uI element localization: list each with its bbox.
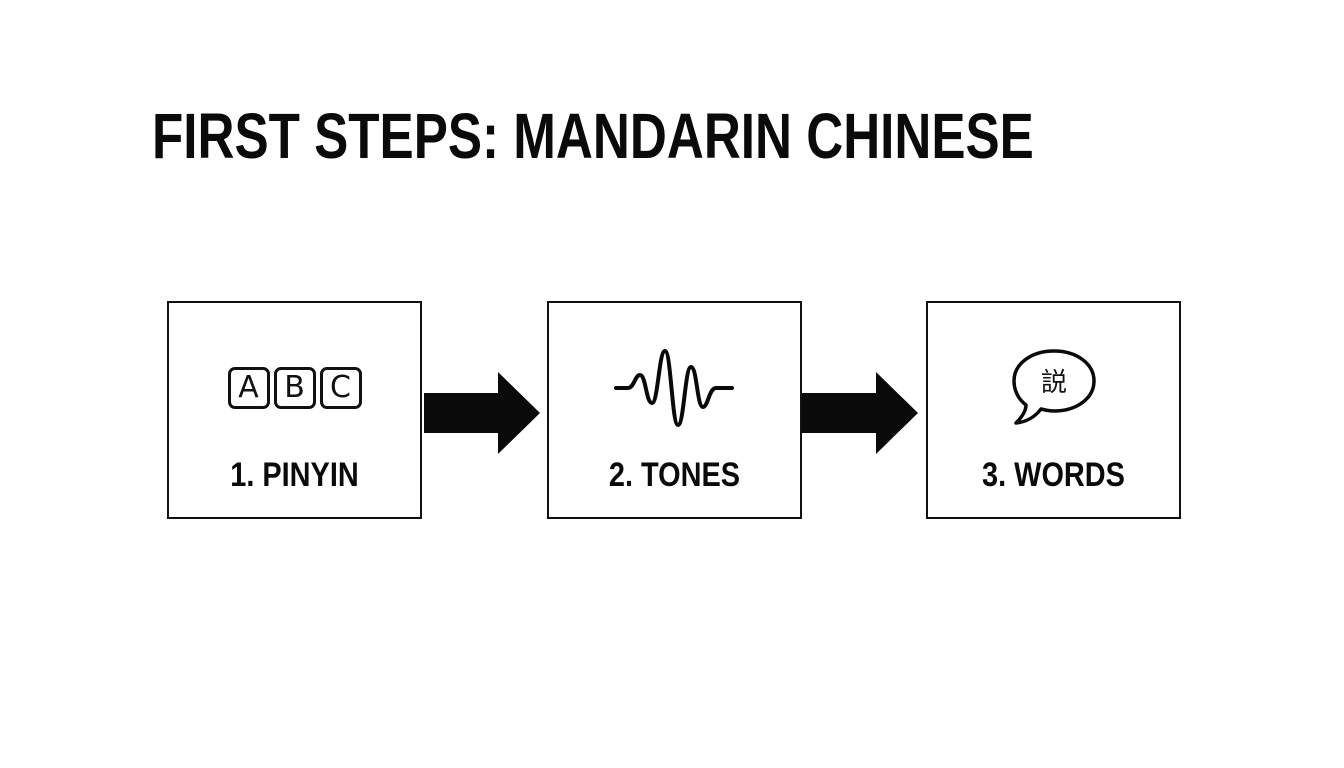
step-words-box: 説 3. WORDS: [926, 301, 1181, 519]
right-arrow-icon: [424, 372, 540, 454]
speech-bubble-character: 説: [1040, 368, 1066, 398]
letter-key-c: C: [319, 367, 362, 409]
step-label: 1. PINYIN: [230, 456, 359, 494]
step-pinyin-box: A B C 1. PINYIN: [167, 301, 422, 519]
speech-bubble-icon: 説: [928, 343, 1179, 433]
right-arrow-icon: [802, 372, 918, 454]
step-label: 2. TONES: [608, 456, 741, 494]
step-label: 3. WORDS: [982, 456, 1125, 494]
step-tones-box: 2. TONES: [547, 301, 802, 519]
page-title: FIRST STEPS: MANDARIN CHINESE: [152, 100, 1034, 172]
abc-letter-keys-icon: A B C: [169, 343, 420, 433]
letter-key-a: A: [227, 367, 270, 409]
sound-wave-icon: [549, 343, 800, 433]
letter-key-b: B: [273, 367, 316, 409]
